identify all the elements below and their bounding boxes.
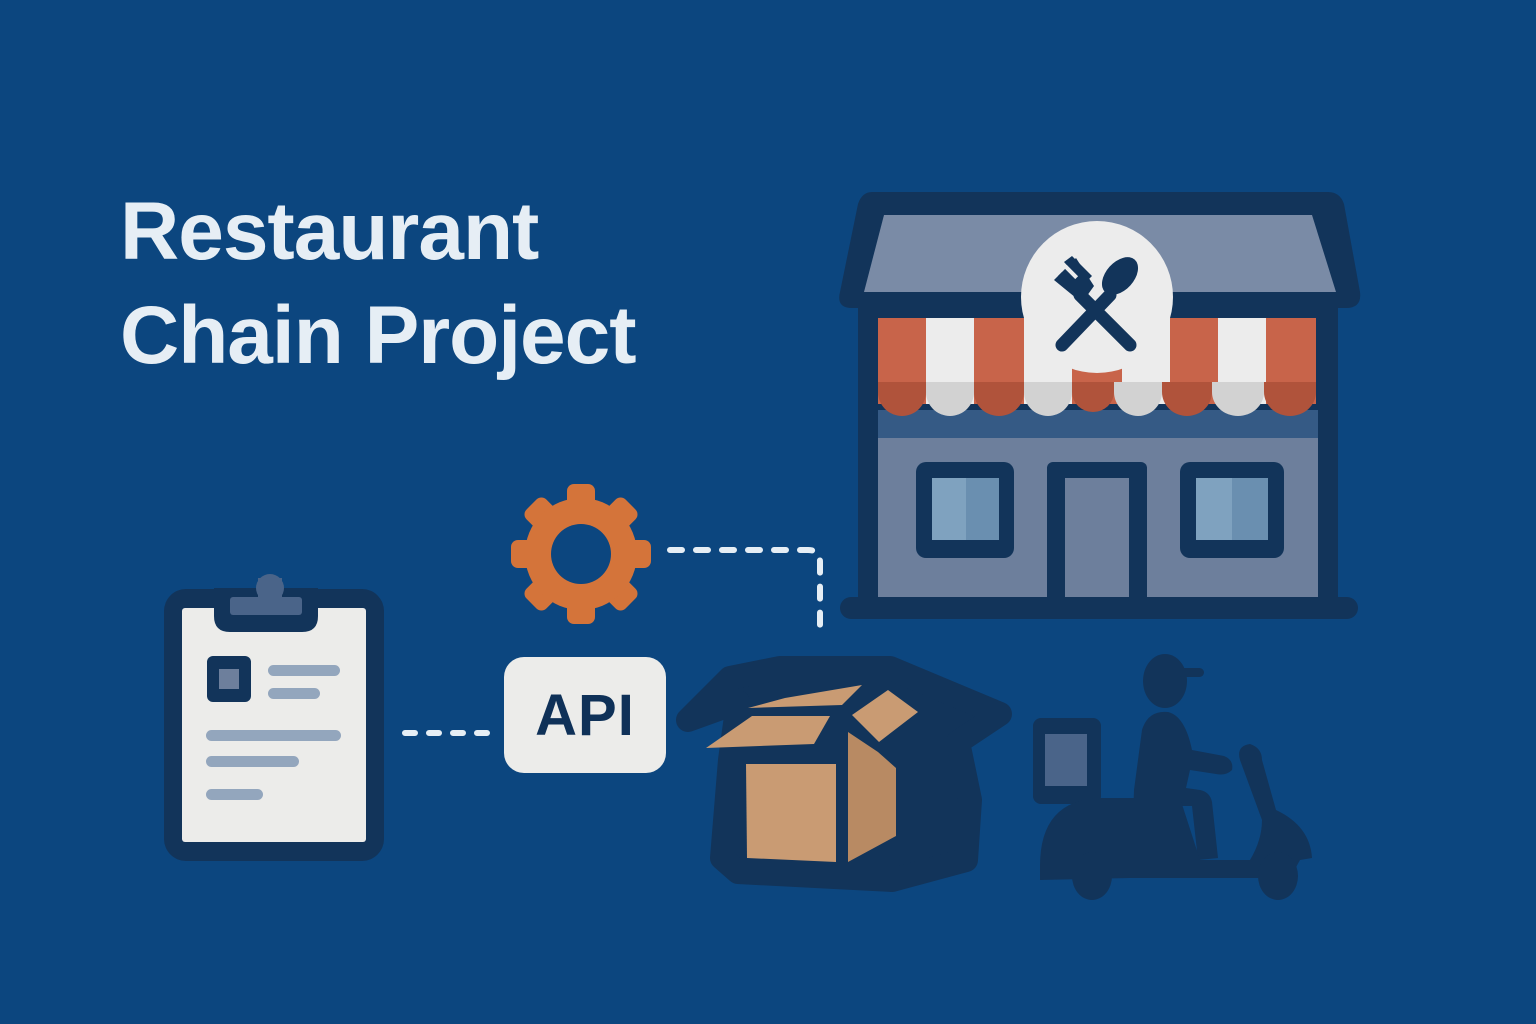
title-line-1: Restaurant — [120, 186, 539, 277]
connector-gear-to-store — [667, 547, 823, 631]
delivery-scooter-icon — [1033, 654, 1312, 900]
title-line-2: Chain Project — [120, 290, 637, 381]
gear-icon — [511, 484, 651, 624]
storefront-icon — [839, 192, 1361, 619]
awning — [878, 318, 1316, 416]
api-badge-bg — [504, 657, 666, 773]
api-label: API — [535, 682, 635, 748]
clipboard-icon — [164, 574, 384, 861]
page-title: Restaurant Chain Project — [120, 180, 637, 388]
fork-spoon-icon — [1021, 221, 1173, 373]
open-box-icon — [676, 656, 1012, 892]
